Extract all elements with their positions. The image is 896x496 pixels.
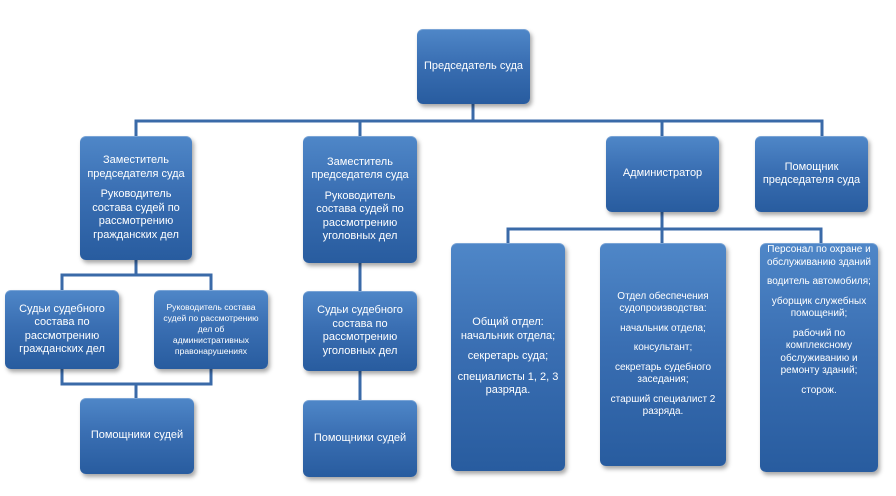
staff-line: Персонал по охране и обслуживанию зданий	[766, 244, 871, 268]
court-support-dept-line: секретарь судебного заседания;	[614, 361, 712, 386]
staff-line: уборщик служебных помощений;	[771, 295, 867, 320]
assistants-civil-title: Помощники судей	[90, 429, 184, 442]
deputy-criminal-box: Заместитель председателя суда Руководите…	[303, 136, 417, 263]
administrator-title: Администратор	[622, 167, 703, 180]
staff-line: сторож.	[801, 384, 837, 396]
deputy-criminal-role: Руководитель состава судей по рассмотрен…	[316, 189, 404, 243]
assistant-chairman-title: Помощник председателя суда	[762, 160, 861, 187]
general-dept-line: секретарь суда;	[467, 350, 549, 363]
assistant-chairman-box: Помощник председателя суда	[755, 136, 868, 212]
chairman-title: Председатель суда	[423, 59, 524, 72]
court-support-dept-line: начальник отдела;	[620, 322, 706, 334]
court-support-dept-line: Отдел обеспечения судопроизводства:	[617, 290, 709, 315]
deputy-civil-box: Заместитель председателя суда Руководите…	[80, 136, 192, 260]
general-dept-line: специалисты 1, 2, 3 разряда.	[457, 370, 559, 397]
judges-civil-box: Судьи судебного состава по рассмотрению …	[5, 290, 119, 369]
head-admin-offenses-title: Руководитель состава судей по рассмотрен…	[163, 302, 259, 356]
staff-line: водитель автомобиля;	[767, 276, 871, 287]
administrator-box: Администратор	[606, 136, 719, 212]
deputy-civil-title: Заместитель председателя суда	[87, 154, 185, 180]
deputy-criminal-title: Заместитель председателя суда	[311, 155, 409, 182]
assistants-civil-box: Помощники судей	[80, 398, 194, 474]
court-support-dept-line: старший специалист 2 разряда.	[610, 393, 716, 418]
general-dept-box: Общий отдел: начальник отдела; секретарь…	[451, 243, 565, 471]
court-support-dept-line: консультант;	[633, 342, 693, 353]
staff-line: рабочий по комплексному обслуживанию и р…	[780, 327, 858, 377]
head-admin-offenses-box: Руководитель состава судей по рассмотрен…	[154, 290, 268, 369]
chairman-box: Председатель суда	[417, 29, 530, 104]
court-support-dept-box: Отдел обеспечения судопроизводства: нача…	[600, 243, 726, 466]
deputy-civil-role: Руководитель состава судей по рассмотрен…	[92, 188, 180, 241]
judges-civil-title: Судьи судебного состава по рассмотрению …	[19, 302, 105, 356]
assistants-criminal-box: Помощники судей	[303, 400, 417, 477]
judges-criminal-box: Судьи судебного состава по рассмотрению …	[303, 291, 417, 371]
general-dept-line: Общий отдел: начальник отдела;	[460, 316, 556, 342]
staff-box: Персонал по охране и обслуживанию зданий…	[760, 243, 878, 472]
judges-criminal-title: Судьи судебного состава по рассмотрению …	[317, 304, 403, 357]
assistants-criminal-title: Помощники судей	[313, 431, 407, 444]
